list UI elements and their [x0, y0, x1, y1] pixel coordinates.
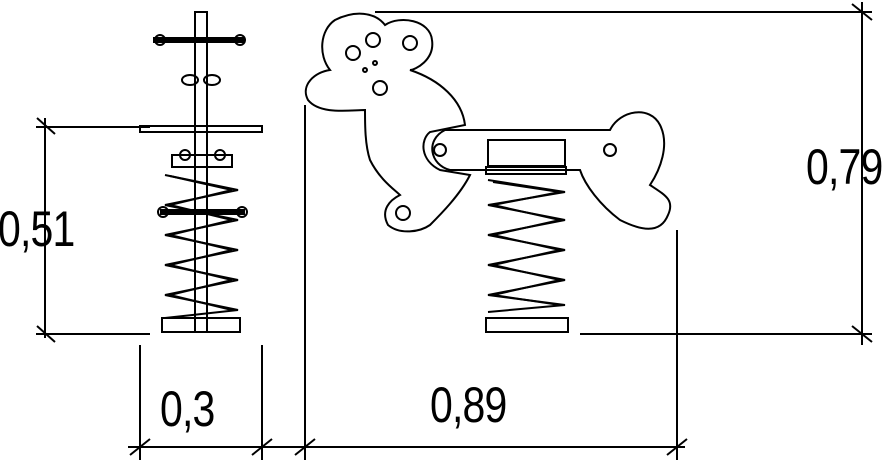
dimension-lines [36, 2, 873, 460]
front-view [139, 11, 263, 333]
dimension-front-height: 0,51 [0, 201, 75, 257]
dimension-side-width: 0,89 [430, 377, 507, 433]
dimension-side-height: 0,79 [806, 139, 883, 195]
dimension-front-width: 0,3 [160, 381, 215, 437]
side-view [304, 12, 672, 333]
